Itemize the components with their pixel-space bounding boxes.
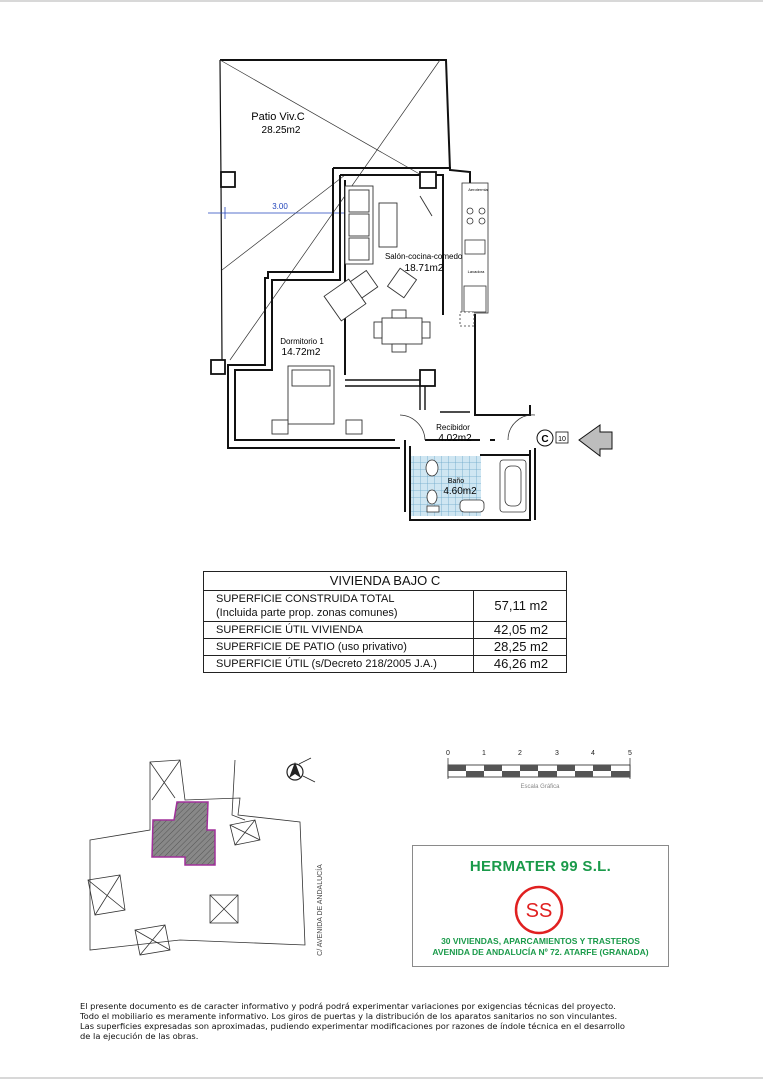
logo-text: SS — [526, 900, 553, 922]
summary-table: VIVIENDA BAJO C SUPERFICIE CONSTRUIDA TO… — [203, 571, 567, 673]
summary-row: SUPERFICIE CONSTRUIDA TOTAL (Incluida pa… — [203, 590, 567, 622]
summary-row-value: 42,05 m2 — [473, 621, 567, 639]
disclaimer-line: de la ejecución de las obras. — [80, 1031, 199, 1041]
floor-plan: Patio Viv.C 28.25m2 3.00 — [208, 59, 613, 521]
entrance-circle — [536, 429, 554, 447]
hall-area: 4.02m2 — [438, 433, 472, 444]
columns — [210, 171, 437, 387]
scale-caption: Escala Gráfica — [520, 784, 560, 790]
top-rule — [0, 0, 763, 2]
scale-tick: 1 — [482, 750, 486, 757]
entrance-arrow-icon — [578, 424, 613, 458]
bath-fixtures — [425, 459, 527, 513]
summary-row-label: SUPERFICIE DE PATIO (uso privativo) — [203, 638, 474, 656]
street-label: C/ AVENIDA DE ANDALUCÍA — [315, 864, 324, 956]
scale-tick: 0 — [446, 750, 450, 757]
door-number: 10 — [558, 436, 566, 443]
appliance-2: Lavadora — [468, 269, 485, 274]
kitchen — [459, 182, 489, 327]
appliance-1: Aerotermia — [468, 187, 488, 192]
bath-label: Baño — [448, 478, 464, 485]
scale-tick: 3 — [555, 750, 559, 757]
site-highlight — [151, 801, 216, 866]
living-furniture — [323, 185, 433, 353]
disclaimer-line: El presente documento es de caracter inf… — [80, 1001, 616, 1011]
company-name: HERMATER 99 S.L. — [469, 858, 612, 875]
door-number-box — [555, 431, 569, 444]
bath-area: 4.60m2 — [443, 486, 477, 497]
hall-label: Recibidor — [436, 423, 470, 432]
summary-row-label: SUPERFICIE ÚTIL (s/Decreto 218/2005 J.A.… — [203, 655, 474, 673]
summary-row-label: SUPERFICIE ÚTIL VIVIENDA — [203, 621, 474, 639]
company-line-2: AVENIDA DE ANDALUCÍA Nº 72. ATARFE (GRAN… — [432, 947, 649, 957]
bottom-rule — [0, 1077, 763, 1079]
bedroom-label: Dormitorio 1 — [280, 337, 324, 346]
summary-row: SUPERFICIE DE PATIO (uso privativo) 28,2… — [203, 638, 567, 656]
scale-tick: 5 — [628, 750, 632, 757]
scale-tick: 4 — [591, 750, 595, 757]
living-area: 18.71m2 — [405, 263, 444, 274]
disclaimer: El presente documento es de caracter inf… — [80, 1001, 680, 1041]
living-label: Salón-cocina-comedor — [385, 252, 465, 261]
doors — [399, 414, 536, 441]
summary-row-value: 57,11 m2 — [473, 590, 567, 622]
summary-row-sublabel: (Incluida parte prop. zonas comunes) — [216, 607, 398, 619]
patio-label: Patio Viv.C — [251, 111, 304, 123]
graphic-scale: 0 1 2 3 4 5 Escala Gráfica — [446, 750, 632, 790]
summary-row: SUPERFICIE ÚTIL VIVIENDA 42,05 m2 — [203, 621, 567, 639]
bedroom-furniture — [271, 365, 363, 435]
patio-outline — [219, 59, 451, 361]
company-line-1: 30 VIVIENDAS, APARCAMIENTOS Y TRASTEROS — [441, 936, 640, 946]
dimension-label: 3.00 — [272, 202, 288, 211]
apartment-walls — [227, 167, 536, 521]
company-box: HERMATER 99 S.L. SS 30 VIVIENDAS, APARCA… — [412, 845, 669, 967]
door-letter: C — [541, 434, 548, 445]
summary-row-value: 46,26 m2 — [473, 655, 567, 673]
summary-title: VIVIENDA BAJO C — [203, 571, 567, 591]
company-logo-icon: SS — [514, 885, 564, 935]
site-plan: C/ AVENIDA DE ANDALUCÍA — [87, 757, 324, 956]
summary-row: SUPERFICIE ÚTIL (s/Decreto 218/2005 J.A.… — [203, 655, 567, 673]
bedroom-area: 14.72m2 — [282, 347, 321, 358]
disclaimer-line: Las superficies expresadas son aproximad… — [80, 1021, 625, 1031]
disclaimer-line: Todo el mobiliario es meramente informat… — [80, 1011, 618, 1021]
north-compass-icon — [286, 757, 316, 783]
summary-row-value: 28,25 m2 — [473, 638, 567, 656]
scale-tick: 2 — [518, 750, 522, 757]
summary-row-label: SUPERFICIE CONSTRUIDA TOTAL — [216, 593, 395, 605]
patio-area: 28.25m2 — [262, 125, 301, 136]
